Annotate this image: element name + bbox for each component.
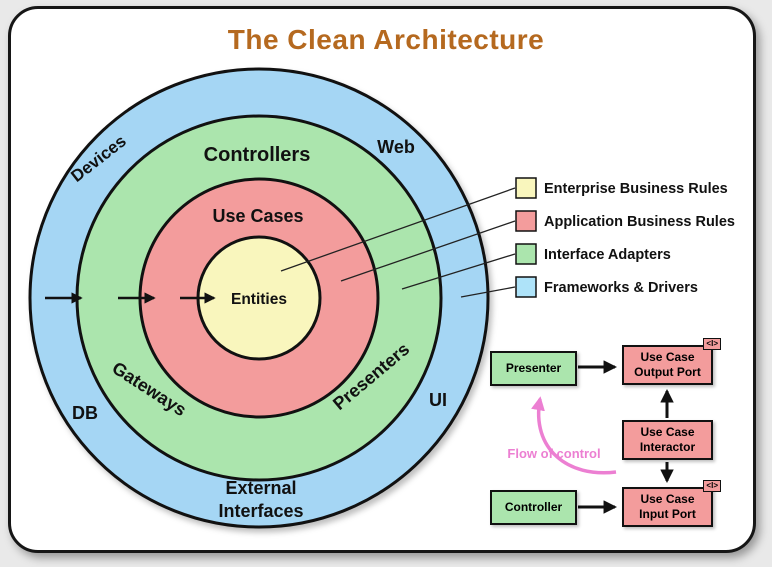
- ring-label-web: Web: [377, 137, 415, 157]
- ring-label-entities: Entities: [231, 291, 287, 308]
- legend-connector-3: [401, 253, 516, 290]
- legend-swatch-application: [515, 210, 537, 232]
- presenter-box: Presenter: [490, 351, 577, 386]
- legend-label-enterprise: Enterprise Business Rules: [544, 181, 728, 197]
- use-case-input-port-label: Use Case Input Port: [639, 492, 696, 521]
- legend-label-application: Application Business Rules: [544, 214, 735, 230]
- legend-swatch-enterprise: [515, 177, 537, 199]
- legend: Enterprise Business Rules Application Bu…: [515, 177, 735, 298]
- page-title: The Clean Architecture: [227, 24, 545, 55]
- legend-connector-4: [460, 286, 516, 298]
- legend-label-adapters: Interface Adapters: [544, 247, 671, 263]
- ring-label-external-line1: External: [225, 478, 296, 498]
- use-case-interactor-label: Use Case Interactor: [639, 425, 696, 454]
- legend-label-frameworks: Frameworks & Drivers: [544, 280, 698, 296]
- use-case-output-port-label: Use Case Output Port: [634, 350, 701, 379]
- ring-label-controllers: Controllers: [204, 144, 311, 166]
- use-case-input-port-box: Use Case Input Port <I>: [622, 480, 721, 527]
- ring-label-db: DB: [72, 403, 98, 423]
- flow-of-control-arrow: [531, 396, 617, 475]
- presenter-box-label: Presenter: [505, 361, 562, 375]
- controller-box: Controller: [490, 490, 577, 525]
- use-case-interactor-box: Use Case Interactor: [622, 420, 713, 460]
- controller-box-label: Controller: [504, 500, 563, 514]
- legend-swatch-adapters: [515, 243, 537, 265]
- input-port-interface-marker: <I>: [703, 480, 721, 492]
- flow-of-control-label: Flow of control: [507, 446, 601, 461]
- ring-label-external-line2: Interfaces: [218, 501, 303, 521]
- ring-label-ui: UI: [429, 390, 447, 410]
- output-port-interface-marker: <I>: [703, 338, 721, 350]
- use-case-output-port-box: Use Case Output Port <I>: [622, 338, 721, 385]
- legend-connector-2: [340, 220, 516, 282]
- legend-connector-1: [280, 187, 516, 272]
- legend-swatch-frameworks: [515, 276, 537, 298]
- ring-label-use-cases: Use Cases: [212, 206, 303, 226]
